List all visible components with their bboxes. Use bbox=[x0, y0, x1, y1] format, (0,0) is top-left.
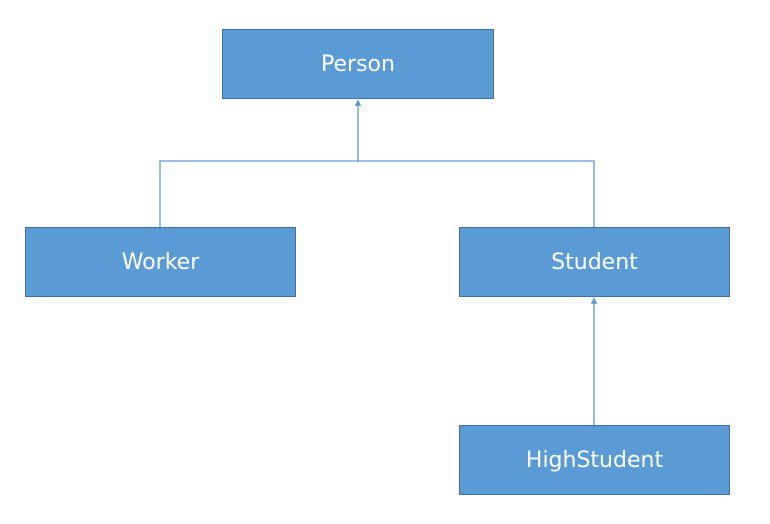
node-student-label: Student bbox=[551, 249, 638, 275]
edge-student-to-person bbox=[358, 160, 595, 227]
node-person-label: Person bbox=[321, 51, 395, 77]
node-highstudent[interactable]: HighStudent bbox=[459, 425, 730, 495]
node-student[interactable]: Student bbox=[459, 227, 730, 297]
node-person[interactable]: Person bbox=[222, 29, 494, 99]
edge-worker-to-person bbox=[159, 99, 362, 227]
node-worker[interactable]: Worker bbox=[25, 227, 296, 297]
node-highstudent-label: HighStudent bbox=[525, 447, 664, 473]
node-worker-label: Worker bbox=[121, 249, 200, 275]
